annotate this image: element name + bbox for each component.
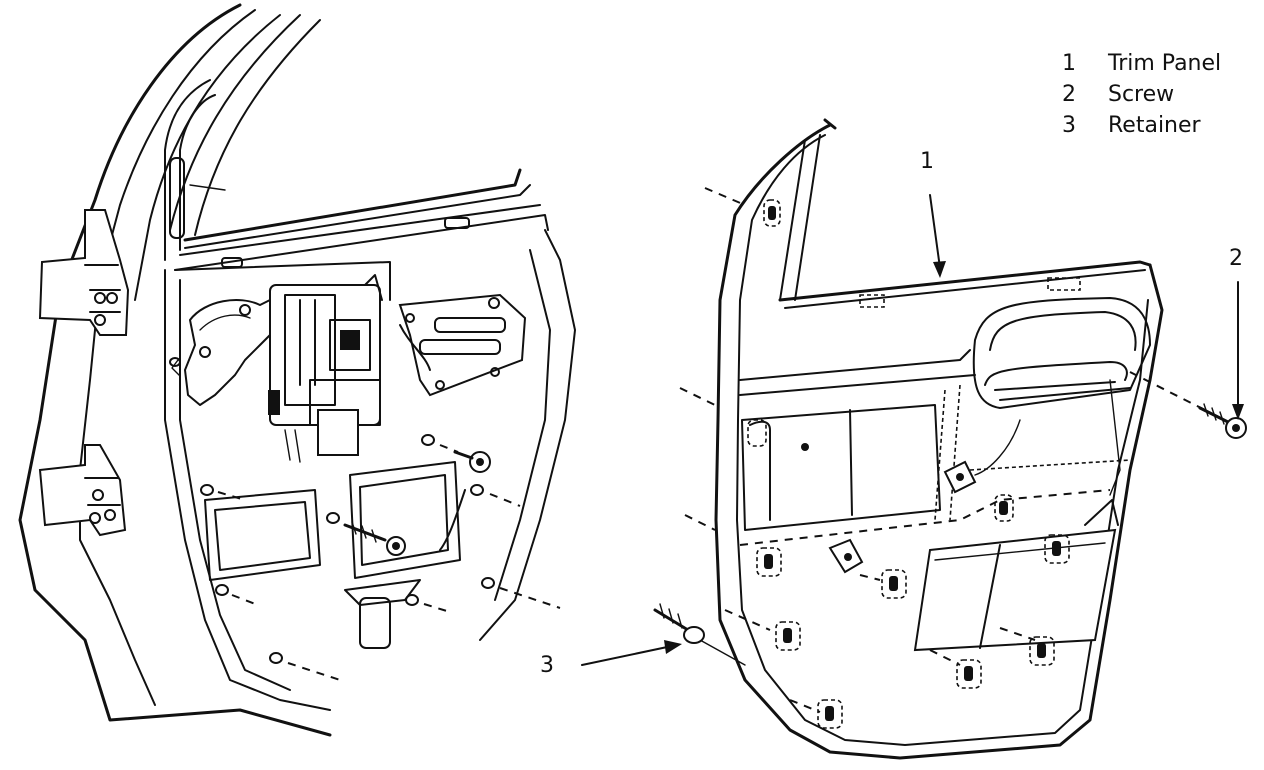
callout-2-label: 2 — [1229, 246, 1243, 271]
trim-panel-drawing — [679, 118, 1164, 760]
legend-item-trim-panel: 1 Trim Panel — [1062, 51, 1221, 76]
door-latch-assembly — [268, 274, 383, 463]
legend-label: Trim Panel — [1107, 51, 1221, 76]
upper-hinge — [38, 209, 130, 336]
legend-item-retainer: 3 Retainer — [1062, 113, 1202, 138]
retainer-icon — [653, 603, 705, 644]
callout-1-label: 1 — [920, 149, 934, 174]
screw-icon — [1129, 371, 1247, 439]
retainer-clip-locations — [747, 199, 1070, 729]
legend-label: Screw — [1108, 82, 1174, 107]
callout-2-arrow: 2 — [1229, 246, 1244, 420]
lower-map-pocket — [913, 499, 1119, 652]
legend: 1 Trim Panel 2 Screw 3 Retainer — [1062, 51, 1221, 138]
callout-3-label: 3 — [540, 653, 554, 678]
retainer-installed-icon — [828, 460, 977, 574]
screw-on-door-icon — [343, 521, 406, 556]
legend-number: 1 — [1062, 51, 1076, 76]
legend-number: 3 — [1062, 113, 1076, 138]
access-hole-left — [204, 489, 321, 581]
legend-label: Retainer — [1108, 113, 1202, 138]
retainer-on-door-icon — [453, 450, 491, 473]
legend-number: 2 — [1062, 82, 1076, 107]
handle-bracket — [398, 293, 527, 397]
legend-item-screw: 2 Screw — [1062, 82, 1174, 107]
upper-pocket — [741, 384, 961, 531]
door-inner-panel — [18, 3, 576, 737]
armrest-pull-cup — [972, 297, 1151, 409]
lower-hinge — [38, 444, 127, 537]
callout-3-arrow: 3 — [540, 640, 682, 678]
callout-1-arrow: 1 — [920, 149, 946, 278]
panel-holes — [169, 357, 561, 681]
access-hole-center — [344, 461, 461, 606]
